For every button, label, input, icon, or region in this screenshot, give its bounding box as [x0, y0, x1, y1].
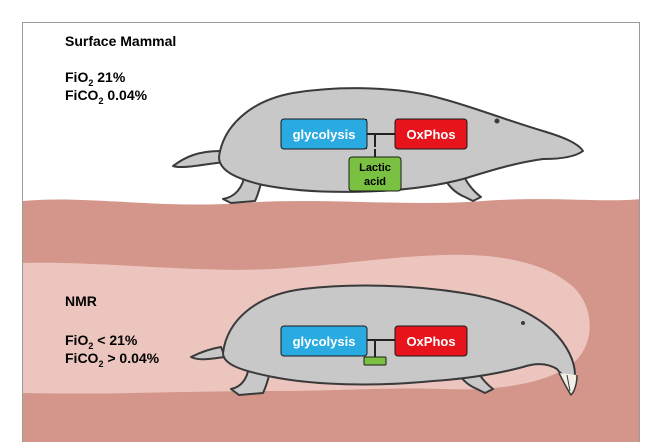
nmr-title: NMR	[65, 293, 97, 309]
surface-lactic-line2: acid	[364, 176, 386, 188]
diagram-frame: Surface Mammal FiO2 21% FiCO2 0.04% glyc…	[22, 22, 640, 442]
nmr-glycolysis-label: glycolysis	[293, 334, 356, 349]
surface-lactic-line1: Lactic	[359, 162, 391, 174]
diagram-canvas: Surface Mammal FiO2 21% FiCO2 0.04% glyc…	[23, 23, 640, 442]
surface-title: Surface Mammal	[65, 33, 176, 49]
surface-fico2-label: FiCO2 0.04%	[65, 87, 148, 106]
nmr-oxphos-label: OxPhos	[406, 334, 455, 349]
surface-oxphos-label: OxPhos	[406, 127, 455, 142]
nmr-lactic-acid-box	[364, 357, 386, 365]
surface-glycolysis-label: glycolysis	[293, 127, 356, 142]
surface-fio2-label: FiO2 21%	[65, 69, 126, 88]
